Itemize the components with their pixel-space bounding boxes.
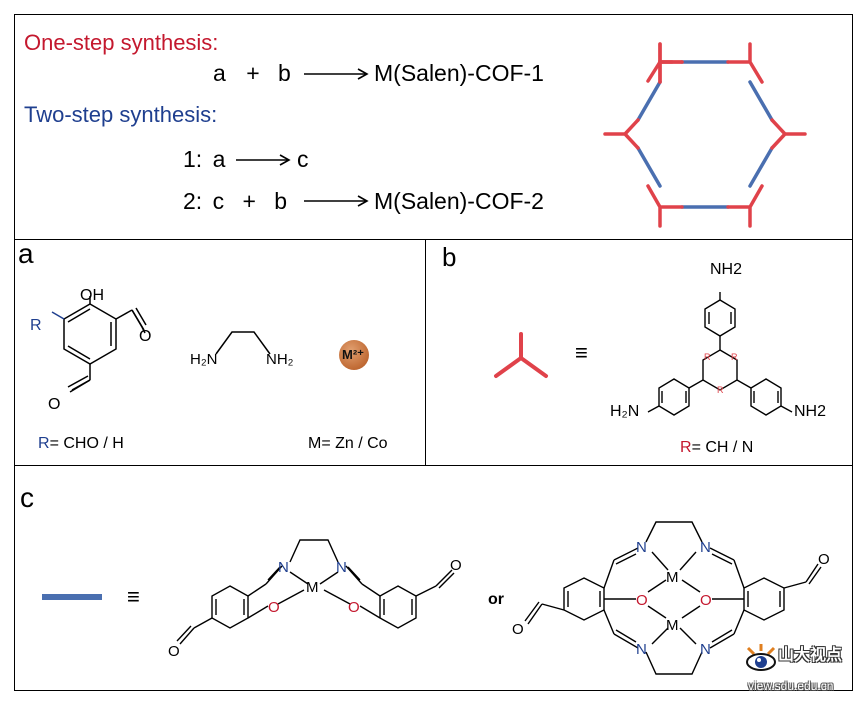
mononuclear-salen-structure: N N M O O O O: [168, 539, 462, 660]
step-1-equation: 1: a: [183, 148, 225, 171]
dinuclear-o-left: O: [636, 592, 648, 609]
trigonal-node-symbol: [494, 332, 548, 378]
step-2-arrow: [304, 195, 369, 207]
dinuclear-o-right: O: [700, 592, 712, 609]
one-step-arrow: [304, 68, 369, 80]
top-amine-label: NH2: [710, 261, 743, 278]
step-1-number: 1:: [183, 146, 203, 172]
step-1-product: c: [297, 146, 309, 172]
watermark-brand: 山大视点: [778, 647, 843, 664]
hydroxyl-label: OH: [80, 287, 104, 304]
equivalence-sign: ≡: [575, 340, 588, 365]
or-connector: or: [488, 591, 504, 608]
r-symbol: R: [38, 435, 50, 452]
step-1-arrow: [236, 154, 291, 166]
m-definition: M= Zn / Co: [308, 435, 388, 452]
step-2-reactant-c: c: [212, 188, 225, 214]
r-definition: R= CHO / H: [38, 436, 124, 452]
metal-ion-badge: M²⁺: [339, 340, 369, 370]
imine-n-right: N: [336, 559, 347, 576]
dinuclear-salen-structure: N N N N M M O O O O: [512, 521, 830, 675]
dinuclear-n-top-right: N: [700, 539, 711, 556]
aldehyde-precursor-structure: [51, 296, 147, 393]
diamine-right-label: NH₂: [266, 351, 294, 368]
r-symbol-b: R: [680, 439, 692, 456]
r-definition-b: R= CH / N: [680, 440, 753, 456]
ring-r-label-3: R: [717, 385, 724, 395]
plus-sign: +: [242, 188, 256, 214]
step-2-number: 2:: [183, 188, 203, 214]
panel-a-label: a: [18, 238, 34, 269]
panel-c: [14, 465, 853, 691]
dinuclear-n-bottom-left: N: [636, 641, 647, 658]
two-step-title: Two-step synthesis:: [24, 102, 218, 127]
dinuclear-n-top-left: N: [636, 539, 647, 556]
aldehyde-o-right: O: [450, 557, 462, 574]
dinuclear-n-bottom-right: N: [700, 641, 711, 658]
r-values-b: = CH / N: [691, 439, 754, 456]
triamine-linker-structure: R R R: [647, 292, 793, 416]
one-step-title: One-step synthesis:: [24, 30, 219, 55]
hexagonal-framework-diagram: [603, 42, 807, 228]
linker-symbol: [42, 594, 102, 600]
ring-r-label-1: R: [704, 352, 711, 362]
phenolate-o-left: O: [268, 599, 280, 616]
r-values: = CHO / H: [49, 435, 124, 452]
watermark-url: view.sdu.edu.cn: [748, 679, 834, 693]
dinuclear-metal-bottom: M: [666, 617, 679, 634]
metal-center: M: [306, 579, 319, 596]
reactant-a: a: [213, 60, 226, 86]
dinuclear-aldehyde-o-left: O: [512, 621, 524, 638]
dinuclear-metal-top: M: [666, 569, 679, 586]
step-2-equation: 2: c + b: [183, 190, 287, 213]
right-amine-label: NH2: [794, 403, 827, 420]
aldehyde-oxygen-label-1: O: [139, 328, 152, 345]
watermark-eye-icon: [746, 644, 776, 671]
reactant-b: b: [278, 60, 291, 86]
diamine-left-label: H₂N: [190, 351, 218, 368]
aldehyde-o-left: O: [168, 643, 180, 660]
left-amine-label: H₂N: [610, 403, 640, 420]
panel-c-label: c: [20, 482, 34, 513]
panel-b-label: b: [442, 242, 457, 272]
r-substituent-label: R: [30, 317, 42, 334]
ring-r-label-2: R: [731, 352, 738, 362]
ethylenediamine-structure: [215, 331, 271, 355]
phenolate-o-right: O: [348, 599, 360, 616]
dinuclear-aldehyde-o-right: O: [818, 551, 830, 568]
aldehyde-oxygen-label-2: O: [48, 396, 61, 413]
plus-sign: +: [246, 60, 260, 86]
product-cof-2: M(Salen)-COF-2: [374, 188, 544, 214]
equivalence-sign-c: ≡: [127, 584, 140, 609]
one-step-equation: a + b: [213, 62, 291, 85]
imine-n-left: N: [278, 559, 289, 576]
step-1-reactant: a: [212, 146, 226, 172]
step-2-reactant-b: b: [274, 188, 288, 214]
watermark: 山大视点 view.sdu.edu.cn: [742, 642, 860, 700]
metal-ion-label: M²⁺: [342, 347, 365, 362]
product-cof-1: M(Salen)-COF-1: [374, 60, 544, 86]
